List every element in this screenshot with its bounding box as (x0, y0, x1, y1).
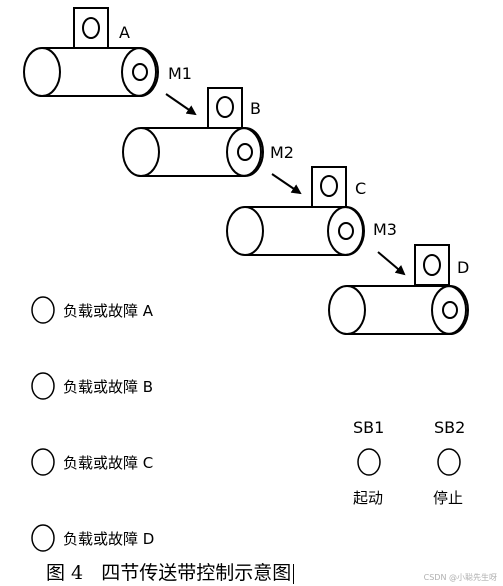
conveyor-belt-2 (122, 87, 264, 177)
fault-label-b: 负载或故障 B (63, 378, 153, 396)
belt-roller-left (226, 206, 264, 256)
indicator-lamp-icon[interactable] (31, 524, 55, 552)
arrow-m1 (165, 93, 197, 116)
fault-label-d: 负载或故障 D (63, 530, 154, 548)
box-hole (423, 254, 441, 276)
fault-indicator-d[interactable]: 负载或故障 D (31, 524, 154, 552)
box-label-a: A (119, 23, 130, 42)
belt-roller-left (328, 285, 366, 335)
start-button-label: 起动 (353, 489, 383, 507)
indicator-lamp-icon[interactable] (31, 372, 55, 400)
roller-axle (132, 63, 148, 81)
fault-label-a: 负载或故障 A (63, 302, 154, 320)
button-code-sb2: SB2 (434, 418, 465, 437)
belt-roller-right (431, 285, 469, 335)
indicator-lamp-icon[interactable] (31, 448, 55, 476)
text-cursor (293, 564, 295, 584)
box-hole (82, 17, 100, 39)
box-label-b: B (250, 99, 261, 118)
stop-button[interactable] (437, 448, 461, 476)
roller-axle (442, 301, 458, 319)
roller-axle (237, 143, 253, 161)
belt-roller-left (122, 127, 160, 177)
box-label-c: C (355, 179, 366, 198)
conveyor-belt-1 (23, 7, 159, 97)
button-code-sb1: SB1 (353, 418, 384, 437)
belt-roller-right (226, 127, 264, 177)
box-hole (320, 175, 338, 197)
motor-label-m2: M2 (270, 143, 294, 162)
motor-label-m1: M1 (168, 64, 192, 83)
motor-label-m3: M3 (373, 220, 397, 239)
belt-roller-right (121, 47, 159, 97)
conveyor-belt-4 (328, 244, 469, 335)
figure-caption: 图 4 四节传送带控制示意图 (46, 558, 295, 585)
caption-text: 图 4 四节传送带控制示意图 (46, 562, 292, 584)
conveyor-belt-3 (226, 166, 365, 256)
arrow-m3 (377, 251, 406, 276)
fault-indicator-a[interactable]: 负载或故障 A (31, 296, 154, 324)
fault-indicator-b[interactable]: 负载或故障 B (31, 372, 153, 400)
arrow-m2 (271, 173, 302, 195)
belt-roller-left (23, 47, 61, 97)
fault-indicator-c[interactable]: 负载或故障 C (31, 448, 153, 476)
fault-label-c: 负载或故障 C (63, 454, 153, 472)
box-label-d: D (457, 258, 469, 277)
roller-axle (338, 222, 354, 240)
watermark: CSDN @小聪先生呀 (423, 573, 497, 582)
box-hole (216, 96, 234, 118)
belt-roller-right (327, 206, 365, 256)
indicator-lamp-icon[interactable] (31, 296, 55, 324)
start-button[interactable] (357, 448, 381, 476)
stop-button-label: 停止 (433, 489, 463, 507)
